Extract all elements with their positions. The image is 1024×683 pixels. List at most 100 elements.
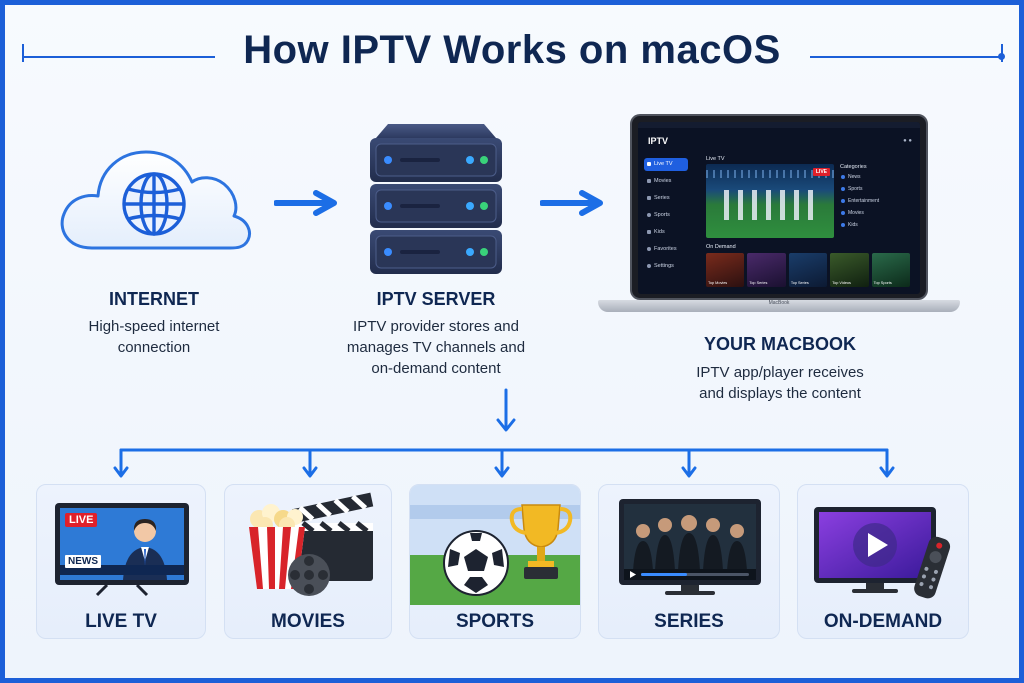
category-dot-icon bbox=[841, 187, 845, 191]
card-movies: MOVIES bbox=[224, 484, 392, 639]
ondemand-thumb[interactable]: Top Series bbox=[747, 253, 786, 287]
ondemand-thumb[interactable]: Top Videos bbox=[830, 253, 869, 287]
macbook-title: YOUR MACBOOK bbox=[704, 334, 856, 354]
category-kids[interactable]: Kids bbox=[840, 222, 910, 234]
card-sports: SPORTS bbox=[409, 484, 581, 639]
sidebar-label: Kids bbox=[654, 229, 665, 235]
category-news[interactable]: News bbox=[840, 174, 910, 186]
live-badge: LIVE bbox=[812, 168, 830, 176]
card-label: MOVIES bbox=[271, 611, 345, 632]
live-player[interactable]: LIVE bbox=[706, 164, 834, 238]
live-section-title: Live TV bbox=[706, 156, 725, 162]
thumb-label: Top Movies bbox=[708, 281, 728, 285]
server-rack-icon bbox=[370, 124, 502, 274]
card-label: SERIES bbox=[654, 611, 724, 632]
laptop-icon: IPTV ● ● Live TV Movies Series Sports bbox=[598, 114, 960, 320]
series-tv-icon bbox=[619, 499, 761, 595]
thumb-label: Top Series bbox=[790, 281, 809, 285]
trophy-icon bbox=[509, 504, 573, 579]
title-right-rule bbox=[810, 56, 1002, 58]
live-badge: LIVE bbox=[65, 513, 98, 527]
sidebar-item-live-tv[interactable]: Live TV bbox=[644, 158, 688, 171]
category-sports[interactable]: Sports bbox=[840, 186, 910, 198]
live-tv-icon bbox=[55, 503, 189, 597]
category-dot-icon bbox=[841, 175, 845, 179]
ondemand-row: Top Movies Top Series Top Series Top Vid… bbox=[706, 253, 911, 287]
flow-arrow-internet-server bbox=[274, 190, 337, 216]
sidebar-icon bbox=[647, 179, 651, 183]
thumb-label: Top Videos bbox=[832, 281, 851, 285]
card-label: LIVE TV bbox=[85, 611, 157, 632]
title-left-rule bbox=[22, 56, 215, 58]
sidebar-label: Series bbox=[654, 195, 670, 201]
globe-cloud-icon bbox=[60, 150, 251, 250]
card-series: SERIES bbox=[598, 484, 780, 639]
sidebar-icon bbox=[647, 230, 651, 234]
internet-title: INTERNET bbox=[109, 289, 199, 309]
distribution-connectors bbox=[113, 388, 895, 478]
ondemand-section-title: On Demand bbox=[706, 244, 736, 250]
category-entertainment[interactable]: Entertainment bbox=[840, 198, 910, 210]
category-label: Movies bbox=[848, 210, 864, 216]
category-label: Sports bbox=[848, 186, 863, 192]
macbook-desc-2: and displays the content bbox=[699, 385, 861, 402]
server-unit-1 bbox=[370, 138, 502, 182]
card-label: ON-DEMAND bbox=[823, 611, 943, 632]
sidebar-label: Favorites bbox=[654, 246, 677, 252]
ondemand-thumb[interactable]: Top Movies bbox=[706, 253, 745, 287]
sidebar-label: Movies bbox=[654, 178, 672, 184]
film-reel-icon bbox=[288, 554, 330, 596]
card-on-demand: ON-DEMAND bbox=[797, 484, 969, 639]
laptop-label: MacBook bbox=[768, 300, 790, 306]
globe-icon bbox=[122, 172, 186, 236]
card-label: SPORTS bbox=[455, 611, 535, 632]
app-brand: IPTV bbox=[648, 136, 669, 146]
player-figures bbox=[724, 190, 820, 220]
app-titlebar bbox=[638, 122, 920, 128]
sidebar-item-sports[interactable]: Sports bbox=[644, 209, 688, 222]
server-desc-3: on-demand content bbox=[371, 360, 501, 377]
app-screen: IPTV ● ● Live TV Movies Series Sports bbox=[638, 122, 920, 294]
sidebar-label: Settings bbox=[654, 263, 674, 269]
categories-title: Categories bbox=[840, 164, 867, 170]
title-left-tick bbox=[22, 44, 24, 62]
stadium-lights bbox=[706, 170, 834, 178]
play-remote-icon bbox=[814, 507, 951, 599]
ondemand-thumb[interactable]: Top Sports bbox=[871, 253, 911, 287]
soccer-ball-icon bbox=[443, 530, 509, 596]
sidebar-label: Live TV bbox=[654, 161, 673, 167]
internet-desc-1: High-speed internet bbox=[88, 318, 220, 335]
category-movies[interactable]: Movies bbox=[840, 210, 910, 222]
sidebar-icon bbox=[647, 196, 651, 200]
ondemand-thumb[interactable]: Top Series bbox=[788, 253, 828, 287]
category-dot-icon bbox=[841, 223, 845, 227]
category-label: Entertainment bbox=[848, 198, 880, 204]
sidebar-item-series[interactable]: Series bbox=[644, 192, 688, 205]
page-title: How IPTV Works on macOS bbox=[243, 28, 781, 72]
sidebar-item-movies[interactable]: Movies bbox=[644, 175, 688, 188]
popcorn-clapper-icon bbox=[249, 492, 374, 596]
sidebar-icon bbox=[647, 213, 651, 217]
server-title: IPTV SERVER bbox=[376, 289, 496, 309]
sidebar-icon bbox=[647, 247, 651, 251]
server-desc-1: IPTV provider stores and bbox=[353, 318, 519, 335]
news-badge: NEWS bbox=[65, 555, 101, 568]
app-header-icons: ● ● bbox=[903, 138, 912, 144]
sidebar-item-settings[interactable]: Settings bbox=[644, 260, 688, 273]
internet-desc-2: connection bbox=[117, 339, 191, 356]
category-label: News bbox=[848, 174, 861, 180]
card-live-tv: LIVE NEWS LIVE TV bbox=[36, 484, 206, 639]
soccer-trophy-icon bbox=[410, 485, 580, 605]
thumb-label: Top Sports bbox=[873, 281, 892, 285]
sidebar-icon bbox=[647, 264, 651, 268]
sidebar-item-favorites[interactable]: Favorites bbox=[644, 243, 688, 256]
categories-panel: Categories News Sports Entertainment Mov… bbox=[840, 164, 910, 240]
app-sidebar: Live TV Movies Series Sports Kids Favori… bbox=[644, 158, 688, 277]
remote-icon bbox=[914, 536, 951, 599]
server-desc-2: manages TV channels and bbox=[346, 339, 526, 356]
category-dot-icon bbox=[841, 211, 845, 215]
server-unit-2 bbox=[370, 184, 502, 228]
sidebar-label: Sports bbox=[654, 212, 670, 218]
sidebar-item-kids[interactable]: Kids bbox=[644, 226, 688, 239]
macbook-desc-1: IPTV app/player receives bbox=[696, 364, 864, 381]
